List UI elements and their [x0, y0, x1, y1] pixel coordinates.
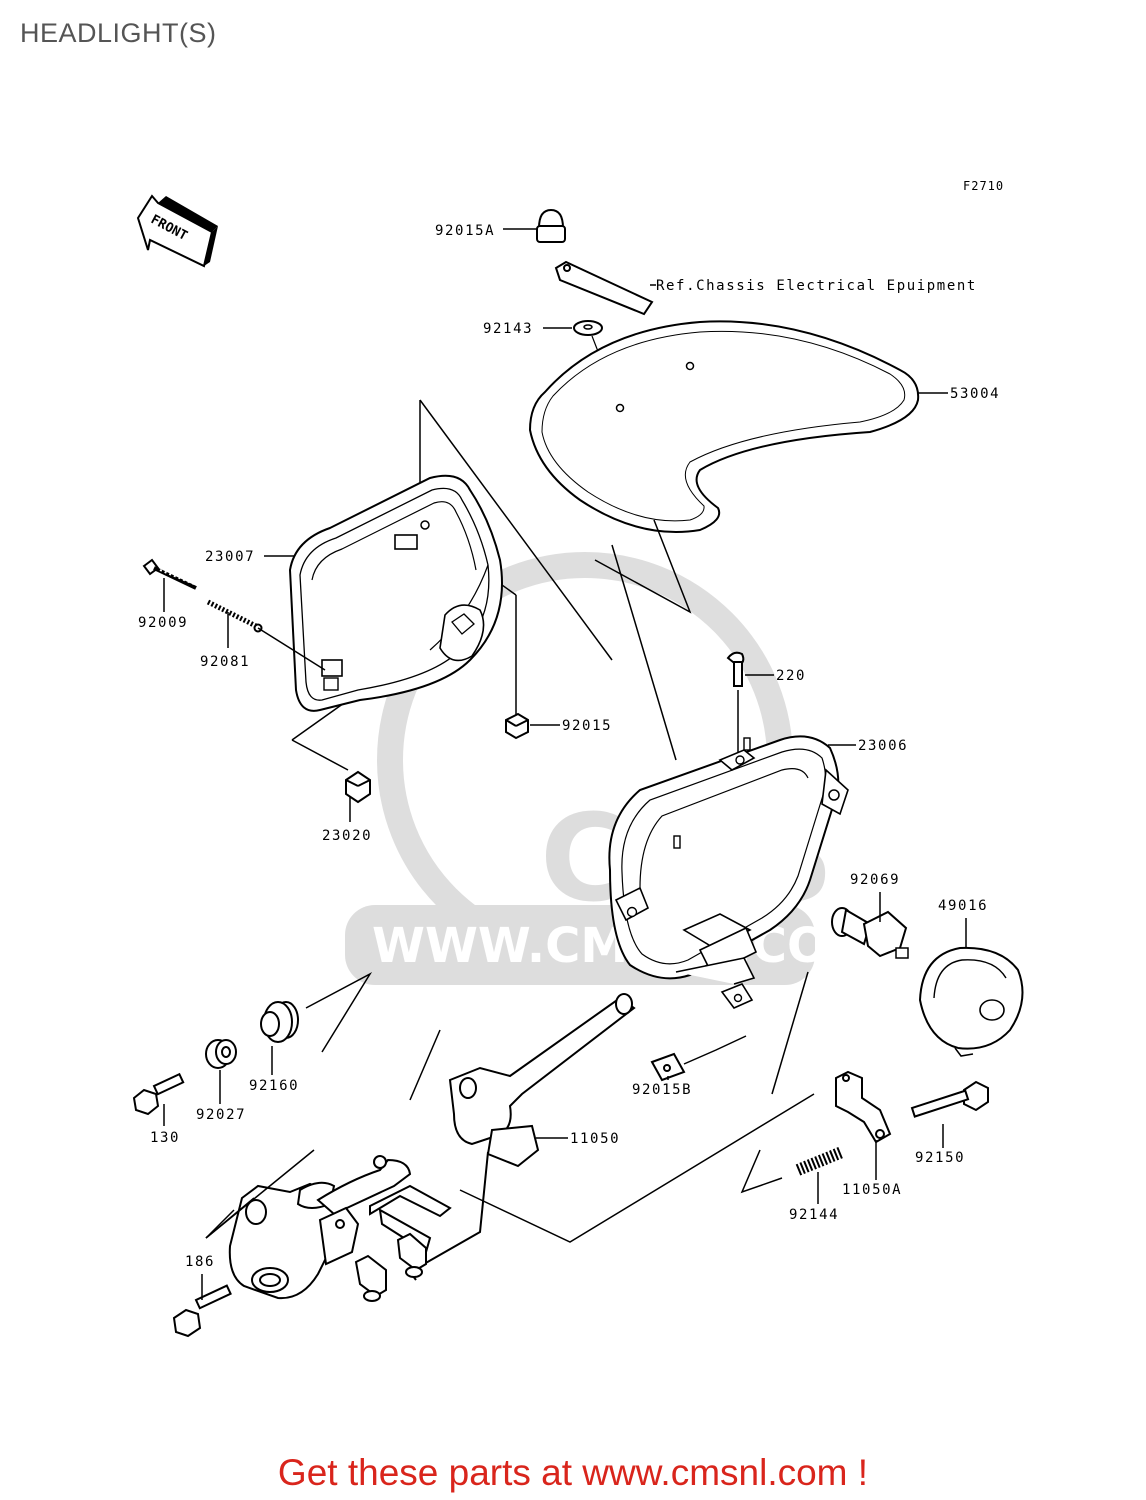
label-92015: 92015 [562, 718, 612, 734]
label-92069: 92069 [850, 872, 900, 888]
page-title: HEADLIGHT(S) [20, 18, 217, 48]
label-186: 186 [185, 1254, 215, 1270]
label-220: 220 [776, 668, 806, 684]
washer-92015b [650, 1052, 686, 1082]
bolt-186 [172, 1284, 232, 1338]
label-92144: 92144 [789, 1207, 839, 1223]
washer-92143 [573, 320, 603, 336]
headlight-lens-23007 [288, 474, 503, 712]
label-49016: 49016 [938, 898, 988, 914]
screw-92009 [142, 558, 197, 590]
bolt-92150 [910, 1080, 989, 1118]
label-130: 130 [150, 1130, 180, 1146]
clip-23020 [345, 770, 371, 804]
label-23007: 23007 [205, 549, 255, 565]
connector-strip [554, 260, 654, 316]
bracket-11050a [835, 1070, 892, 1144]
figure-code: F2710 [963, 179, 1005, 193]
label-23006: 23006 [858, 738, 908, 754]
assembly-guide-lines [291, 399, 692, 771]
label-92081: 92081 [200, 654, 250, 670]
label-92143: 92143 [483, 321, 533, 337]
label-92015b: 92015B [632, 1082, 692, 1098]
footer-link[interactable]: Get these parts at www.cmsnl.com ! [277, 1452, 869, 1493]
boot-49016 [918, 946, 1024, 1057]
label-92150: 92150 [915, 1150, 965, 1166]
label-53004: 53004 [950, 386, 1000, 402]
label-92027: 92027 [196, 1107, 246, 1123]
grommet-92160 [260, 1001, 299, 1043]
label-11050a: 11050A [842, 1182, 902, 1198]
spring-92144 [795, 1146, 845, 1176]
front-arrow-icon: FRONT [136, 194, 218, 268]
clip-nut-92015 [505, 712, 529, 740]
screw-220 [726, 651, 745, 687]
collar-92027 [205, 1039, 237, 1069]
label-92009: 92009 [138, 615, 188, 631]
label-92160: 92160 [249, 1078, 299, 1094]
label-23020: 23020 [322, 828, 372, 844]
reference-note: Ref.Chassis Electrical Epuipment [656, 278, 977, 294]
spring-92081 [206, 599, 263, 633]
housing-23006 [608, 735, 849, 1009]
label-11050: 11050 [570, 1131, 620, 1147]
mount-bracket-assembly [228, 1155, 452, 1302]
bolt-130 [132, 1072, 185, 1116]
cover-53004 [528, 320, 920, 533]
cap-nut-92015a [536, 208, 566, 243]
bulb-92069 [831, 907, 909, 959]
label-92015a: 92015A [435, 223, 495, 239]
